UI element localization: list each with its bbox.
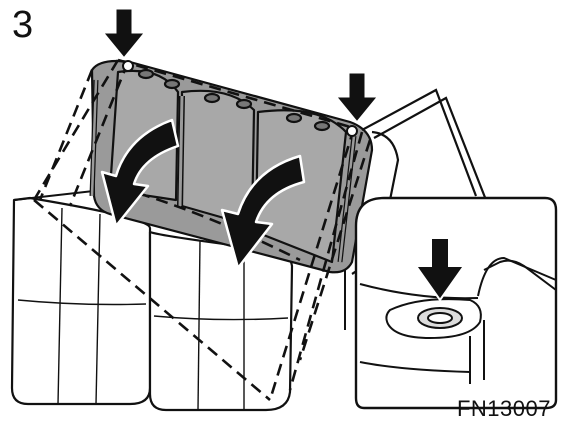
seat-lock-release [346, 125, 358, 137]
headrest-post [137, 68, 155, 80]
seat-seam [57, 207, 63, 405]
fold-arrow-icon [220, 154, 306, 270]
fold-arrow-icon [100, 118, 180, 228]
seat-seam [153, 315, 289, 321]
step-number: 3 [12, 4, 34, 46]
callout-lines [361, 88, 488, 201]
seat-cushion-left [10, 196, 152, 406]
detail-inset [354, 196, 558, 410]
seat-seam [95, 213, 101, 405]
seat-seam [197, 239, 201, 411]
push-down-arrow-icon [104, 9, 144, 57]
figure-code: FN13007 [456, 396, 551, 421]
seat-lock-release [122, 60, 134, 72]
seat-seam [17, 299, 147, 306]
seat-cushion-right [148, 230, 294, 412]
headrest-post [313, 120, 331, 132]
headrest-post [235, 98, 253, 110]
seat-belt-inner [338, 135, 356, 263]
inset-mechanism [359, 256, 557, 384]
headrest-post [203, 92, 221, 104]
push-down-arrow-icon [337, 73, 377, 121]
seat-cushion [10, 196, 294, 412]
headrest-post [163, 78, 181, 90]
seat-belt-inner [178, 95, 184, 207]
headrest-post [285, 112, 303, 124]
push-down-arrow-icon [414, 237, 466, 302]
